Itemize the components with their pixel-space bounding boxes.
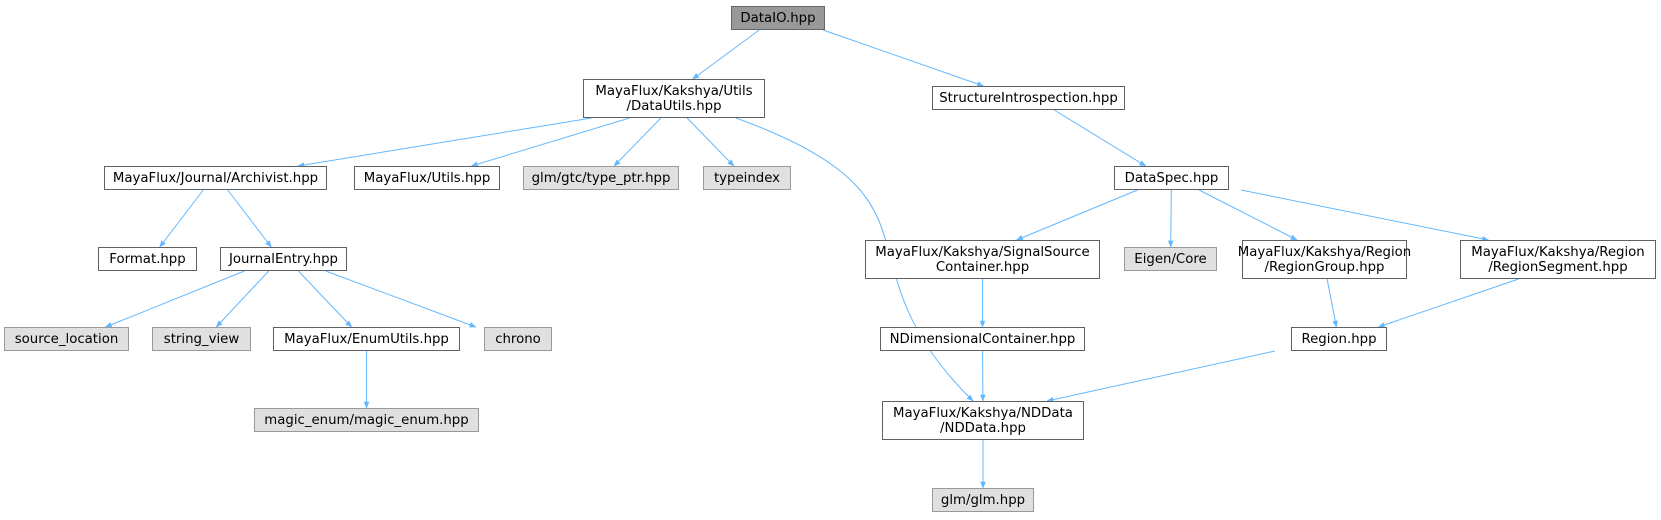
edge-structintro-to-dataspec [1053, 109, 1147, 167]
node-magic-enum-hpp[interactable]: magic_enum/magic_enum.hpp [254, 408, 479, 432]
edge-dataspec-to-eigen [1167, 189, 1174, 248]
node-label-line: Format.hpp [109, 251, 186, 267]
edge-dataspec-to-regiongroup [1198, 189, 1298, 241]
edge-journalentry-to-enumutils [298, 270, 353, 328]
node-label-line: Container.hpp [935, 259, 1030, 275]
node-glm-hpp[interactable]: glm/glm.hpp [932, 488, 1034, 512]
node-label-line: StructureIntrospection.hpp [939, 90, 1118, 106]
node-dataio-hpp[interactable]: DataIO.hpp [731, 6, 825, 30]
node-structure-introspection-hpp[interactable]: StructureIntrospection.hpp [932, 86, 1125, 110]
node-label-line: typeindex [713, 170, 781, 186]
node-label-line: MayaFlux/Journal/Archivist.hpp [112, 170, 319, 186]
node-label-line: /RegionGroup.hpp [1264, 259, 1385, 275]
node-datautils-hpp[interactable]: MayaFlux/Kakshya/Utils/DataUtils.hpp [583, 79, 765, 118]
node-label-line: MayaFlux/Kakshya/SignalSource [875, 244, 1090, 260]
edge-datautils-to-utils [470, 117, 630, 167]
edge-region-to-nddata [1046, 350, 1276, 403]
edge-dataspec-to-regionsegment [1240, 189, 1490, 242]
node-nddata-hpp[interactable]: MayaFlux/Kakshya/NDData/NDData.hpp [882, 401, 1084, 440]
node-label-line: /NDData.hpp [940, 420, 1026, 436]
node-regionsegment-hpp[interactable]: MayaFlux/Kakshya/Region/RegionSegment.hp… [1460, 240, 1656, 279]
node-label-line: MayaFlux/Kakshya/Region [1471, 244, 1645, 260]
node-label-line: MayaFlux/Kakshya/NDData [893, 405, 1073, 421]
node-label-line: Eigen/Core [1134, 251, 1207, 267]
edge-datautils-to-archivist [297, 117, 592, 168]
node-archivist-hpp[interactable]: MayaFlux/Journal/Archivist.hpp [104, 166, 327, 190]
node-label-line: glm/gtc/type_ptr.hpp [531, 170, 671, 186]
node-label-line: string_view [163, 331, 240, 347]
node-dataspec-hpp[interactable]: DataSpec.hpp [1114, 166, 1229, 190]
node-string-view[interactable]: string_view [152, 327, 251, 351]
node-regiongroup-hpp[interactable]: MayaFlux/Kakshya/Region/RegionGroup.hpp [1238, 240, 1411, 279]
node-label-line: glm/glm.hpp [940, 492, 1026, 508]
node-label-line: DataIO.hpp [740, 10, 816, 26]
node-label-line: MayaFlux/Kakshya/Utils [595, 83, 753, 99]
node-label-line: /DataUtils.hpp [626, 98, 722, 114]
node-label-line: MayaFlux/EnumUtils.hpp [284, 331, 449, 347]
edge-datautils-to-typeptr [613, 117, 662, 167]
node-journalentry-hpp[interactable]: JournalEntry.hpp [220, 247, 347, 271]
node-label-line: magic_enum/magic_enum.hpp [264, 412, 469, 428]
node-type-ptr-hpp[interactable]: glm/gtc/type_ptr.hpp [523, 166, 679, 190]
node-label-line: MayaFlux/Kakshya/Region [1237, 244, 1412, 260]
node-source-location[interactable]: source_location [4, 327, 129, 351]
node-ndimensionalcontainer-hpp[interactable]: NDimensionalContainer.hpp [880, 327, 1085, 351]
node-eigen-core[interactable]: Eigen/Core [1124, 247, 1217, 271]
node-label-line: NDimensionalContainer.hpp [889, 331, 1076, 347]
node-region-hpp[interactable]: Region.hpp [1291, 327, 1387, 351]
edge-journalentry-to-stringview [215, 270, 270, 328]
node-typeindex[interactable]: typeindex [703, 166, 791, 190]
node-label-line: JournalEntry.hpp [228, 251, 338, 267]
edge-archivist-to-format [159, 189, 204, 248]
edge-journalentry-to-sourceloc [104, 270, 245, 328]
node-label-line: Region.hpp [1301, 331, 1377, 347]
edge-regionsegment-to-region [1377, 278, 1519, 328]
node-enumutils-hpp[interactable]: MayaFlux/EnumUtils.hpp [273, 327, 460, 351]
node-chrono[interactable]: chrono [484, 327, 552, 351]
node-label-line: chrono [495, 331, 541, 347]
edge-datautils-to-typeindex [686, 117, 735, 167]
node-label-line: DataSpec.hpp [1124, 170, 1219, 186]
node-utils-hpp[interactable]: MayaFlux/Utils.hpp [354, 166, 500, 190]
edge-journalentry-to-chrono [325, 270, 477, 328]
edge-archivist-to-journalentry [227, 189, 272, 248]
node-label-line: /RegionSegment.hpp [1488, 259, 1628, 275]
edge-dataio-to-datautils [692, 29, 760, 80]
node-label-line: source_location [14, 331, 119, 347]
node-label-line: MayaFlux/Utils.hpp [363, 170, 491, 186]
node-format-hpp[interactable]: Format.hpp [98, 247, 197, 271]
edge-dataspec-to-signalsource [1015, 189, 1138, 241]
edge-regiongroup-to-region [1326, 278, 1338, 328]
edge-dataio-to-structintro [822, 29, 985, 87]
